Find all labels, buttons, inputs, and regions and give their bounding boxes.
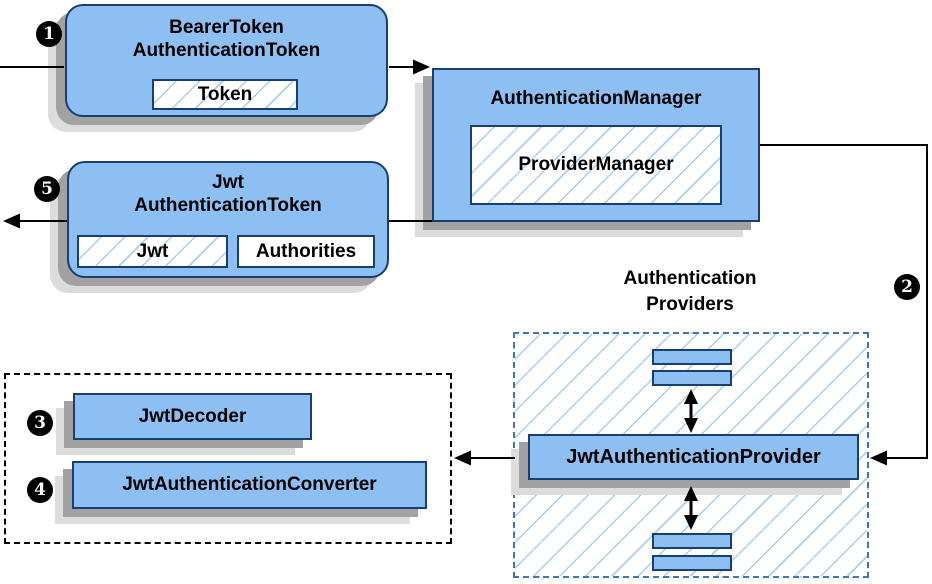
label-line-2: Providers: [646, 294, 734, 315]
step-badge-2: 2: [894, 274, 920, 300]
arrow-right-icon: [413, 59, 430, 75]
step-badge-1: 1: [36, 21, 62, 47]
arrow-left-icon: [454, 450, 471, 466]
step-badge-3: 3: [27, 410, 53, 436]
title-line-2: AuthenticationToken: [134, 195, 322, 216]
provider-placeholder-bar: [652, 533, 732, 549]
arrow-left-icon: [870, 450, 887, 466]
step-badge-5: 5: [34, 176, 60, 202]
node-jwt-decoder: JwtDecoder: [73, 393, 312, 440]
node-bearer-token-authentication-token: BearerToken AuthenticationToken Token: [65, 4, 388, 117]
arrow-left-icon: [3, 213, 20, 229]
provider-placeholder-bar: [652, 349, 732, 365]
title-line-1: Jwt: [212, 172, 244, 193]
authentication-providers-label: Authentication Providers: [624, 266, 757, 318]
provider-placeholder-bar: [652, 555, 732, 571]
node-title: AuthenticationManager: [490, 88, 702, 109]
node-jwt-authentication-converter: JwtAuthenticationConverter: [72, 461, 427, 509]
title-line-1: BearerToken: [169, 17, 284, 38]
authorities-field: Authorities: [237, 235, 375, 268]
node-title: BearerToken AuthenticationToken: [67, 6, 386, 62]
node-authentication-manager: AuthenticationManager ProviderManager: [432, 68, 760, 222]
node-title: Jwt AuthenticationToken: [69, 163, 387, 217]
node-jwt-authentication-token: Jwt AuthenticationToken Jwt Authorities: [67, 161, 389, 278]
provider-placeholder-bar: [652, 370, 732, 386]
title-line-2: AuthenticationToken: [132, 40, 321, 61]
label-line-1: Authentication: [623, 268, 757, 289]
jwt-field: Jwt: [77, 235, 228, 268]
token-field: Token: [152, 79, 298, 110]
jwt-components-container: [4, 373, 452, 544]
provider-manager-field: ProviderManager: [470, 125, 722, 205]
step-badge-4: 4: [27, 477, 53, 503]
node-jwt-authentication-provider: JwtAuthenticationProvider: [528, 434, 859, 480]
